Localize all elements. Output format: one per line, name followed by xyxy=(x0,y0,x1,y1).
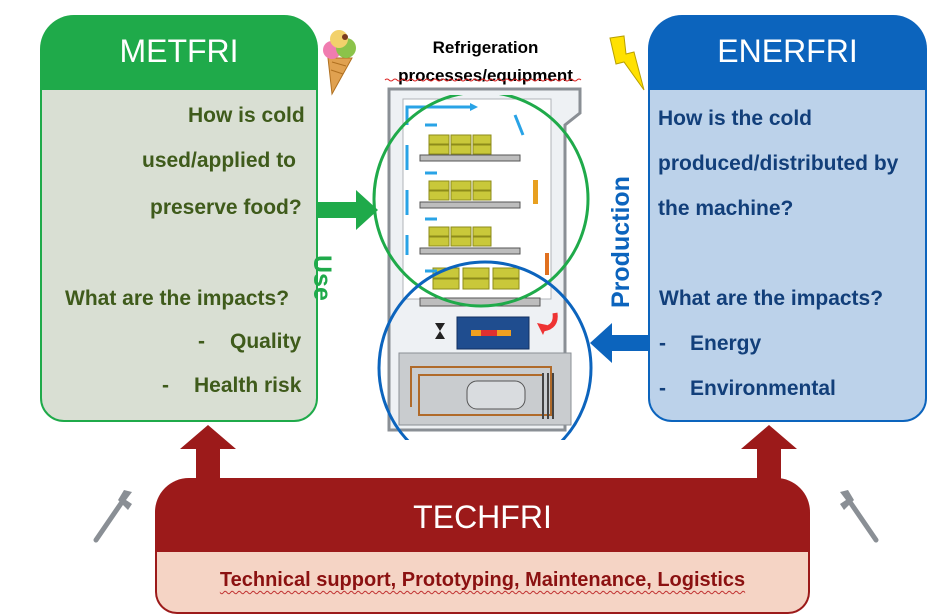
ice-cream-icon xyxy=(323,30,356,96)
metfri-impacts-question: What are the impacts? xyxy=(65,287,290,310)
title-underline-squiggle xyxy=(384,78,582,82)
airflow-arrows xyxy=(405,105,525,273)
metfri-bullet: - xyxy=(162,374,169,397)
metfri-impact-quality: Quality xyxy=(230,330,302,353)
techfri-panel: Technical support, Prototyping, Maintena… xyxy=(155,552,810,614)
enerfri-impacts-question: What are the impacts? xyxy=(659,287,884,310)
metfri-question-line-3: preserve food? xyxy=(150,196,302,219)
wrench-icon xyxy=(840,490,879,543)
use-label: Use xyxy=(308,255,336,301)
enerfri-bullet: - xyxy=(659,377,666,400)
enerfri-panel xyxy=(648,88,927,422)
metfri-question-line-2: used/applied to xyxy=(142,149,297,172)
enerfri-question-line-2: produced/distributed by xyxy=(658,152,899,175)
compressor xyxy=(466,380,526,410)
shelf xyxy=(419,247,521,255)
lightning-icon xyxy=(609,35,645,91)
use-label-wrap: Use xyxy=(308,255,356,315)
metfri-bullet: - xyxy=(198,330,205,353)
equipment-title-line-1: Refrigeration xyxy=(432,38,539,57)
metfri-question-line-1: How is cold xyxy=(188,104,305,127)
techfri-to-metfri-arrow xyxy=(180,425,236,483)
production-label: Production xyxy=(607,176,635,308)
refrigerator-diagram xyxy=(387,87,582,432)
techfri-support-text: Technical support, Prototyping, Maintena… xyxy=(219,569,746,591)
production-label-wrap: Production xyxy=(607,176,647,468)
enerfri-title: ENERFRI xyxy=(717,33,858,69)
use-circle xyxy=(372,95,590,308)
enerfri-question-line-3: the machine? xyxy=(658,197,794,220)
production-circle xyxy=(377,260,593,440)
metfri-title: METFRI xyxy=(119,33,239,69)
techfri-to-enerfri-arrow xyxy=(741,425,797,483)
metfri-panel xyxy=(40,88,318,422)
production-arrow xyxy=(590,323,650,363)
wrench-icon xyxy=(93,490,132,543)
metfri-impact-health-risk: Health risk xyxy=(194,374,302,397)
shelf xyxy=(419,201,521,209)
food-packages xyxy=(428,134,520,290)
enerfri-impact-energy: Energy xyxy=(690,332,762,355)
enerfri-impact-environmental: Environmental xyxy=(690,377,836,400)
circles-overlay xyxy=(372,95,593,440)
techfri-title: TECHFRI xyxy=(413,499,552,535)
use-arrow xyxy=(318,190,378,230)
enerfri-bullet: - xyxy=(659,332,666,355)
shelf xyxy=(419,154,521,162)
enerfri-question-line-1: How is the cold xyxy=(658,107,813,130)
